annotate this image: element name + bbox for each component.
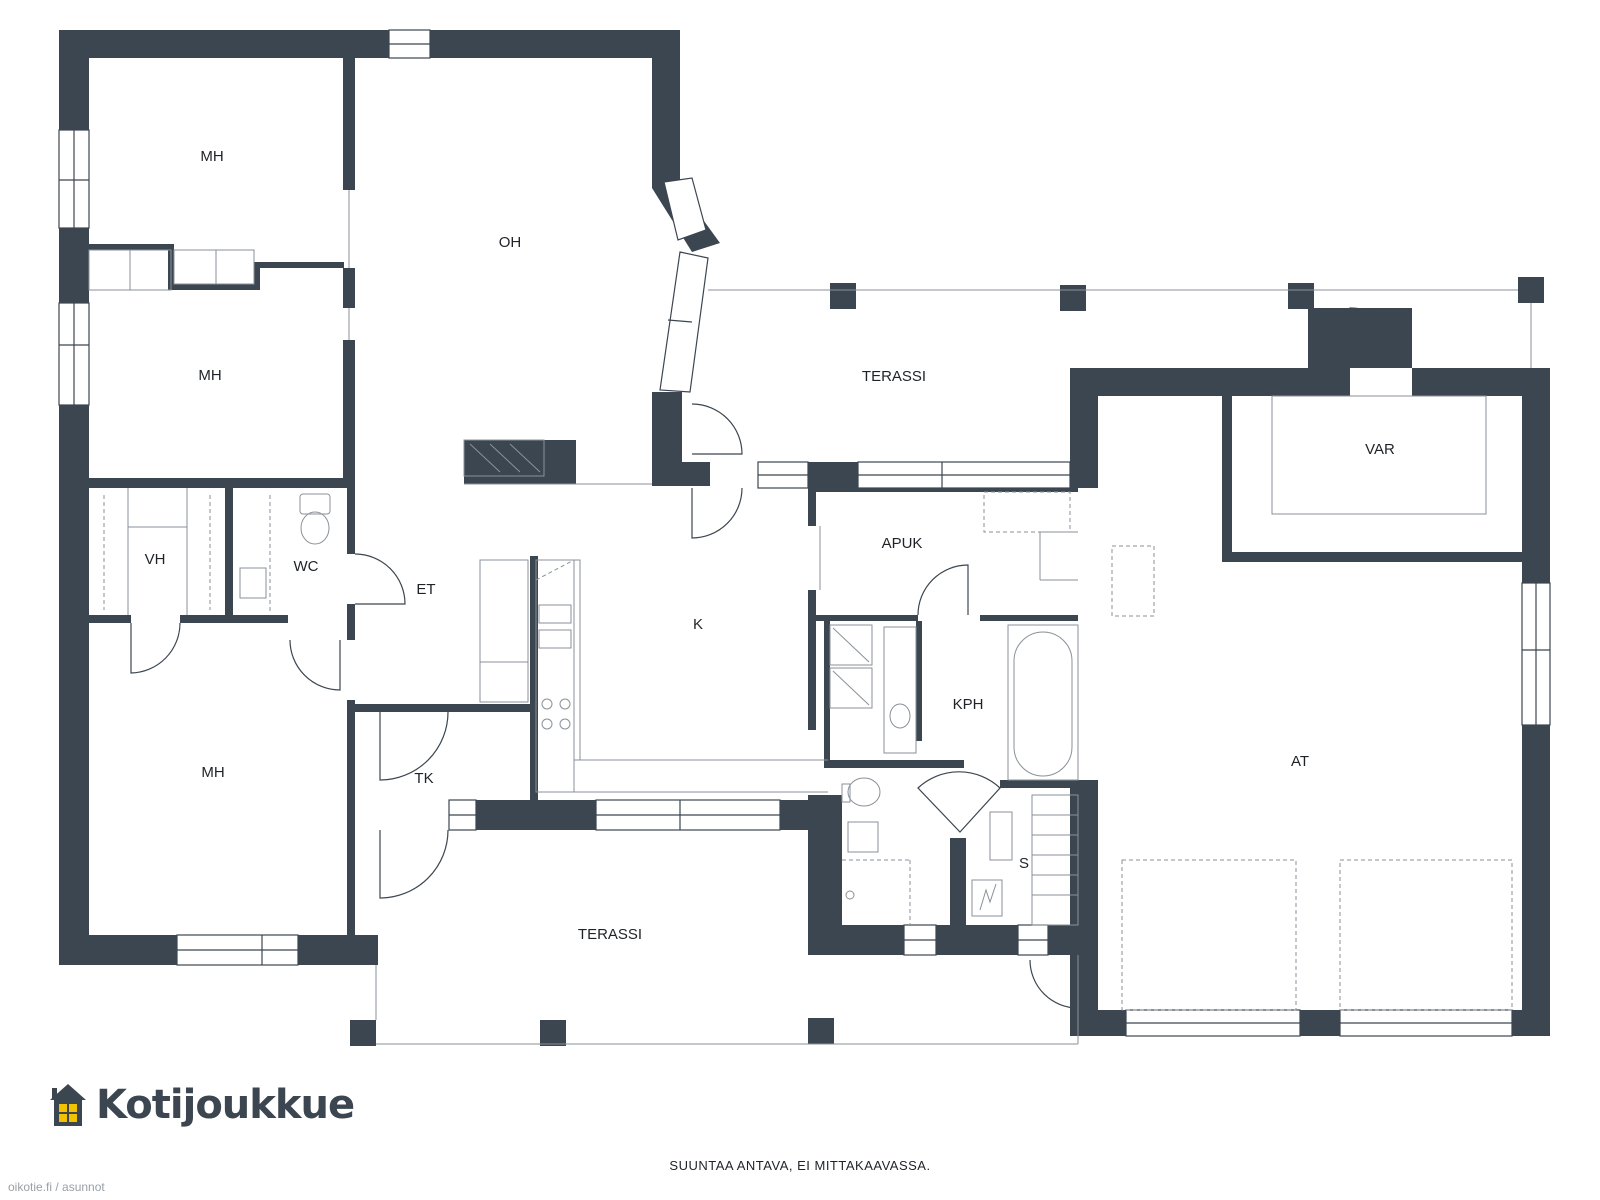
- room-label-mh-2: MH: [198, 367, 221, 384]
- room-label-oh: OH: [499, 234, 522, 251]
- room-label-terassi-top: TERASSI: [862, 368, 926, 385]
- room-label-et: ET: [416, 581, 435, 598]
- room-label-terassi-bottom: TERASSI: [578, 926, 642, 943]
- doors: [130, 190, 1411, 1009]
- room-label-mh-3: MH: [201, 764, 224, 781]
- room-label-mh-1: MH: [200, 148, 223, 165]
- room-label-at: AT: [1291, 753, 1309, 770]
- brand-name: Kotijoukkue: [96, 1082, 355, 1128]
- source-watermark: oikotie.fi / asunnot: [8, 1180, 105, 1194]
- fixtures: [88, 249, 1513, 1011]
- room-label-tk: TK: [414, 770, 433, 787]
- room-label-k: K: [693, 616, 703, 633]
- terrace-structure: [350, 277, 1544, 1046]
- room-label-apuk: APUK: [882, 535, 923, 552]
- room-label-vh: VH: [145, 551, 166, 568]
- exterior-walls: [59, 30, 1550, 1036]
- house-icon: [50, 1084, 86, 1126]
- scale-disclaimer: SUUNTAA ANTAVA, EI MITTAKAAVASSA.: [669, 1158, 931, 1173]
- interior-walls: [89, 58, 1522, 965]
- brand-logo: Kotijoukkue: [48, 1082, 355, 1128]
- room-label-kph: KPH: [953, 696, 984, 713]
- room-label-wc: WC: [294, 558, 319, 575]
- windows: [58, 29, 1551, 1037]
- room-labels: MH OH MH TERASSI VAR VH WC ET APUK K KPH…: [145, 148, 1395, 943]
- room-label-s: S: [1019, 855, 1029, 872]
- room-label-var: VAR: [1365, 441, 1395, 458]
